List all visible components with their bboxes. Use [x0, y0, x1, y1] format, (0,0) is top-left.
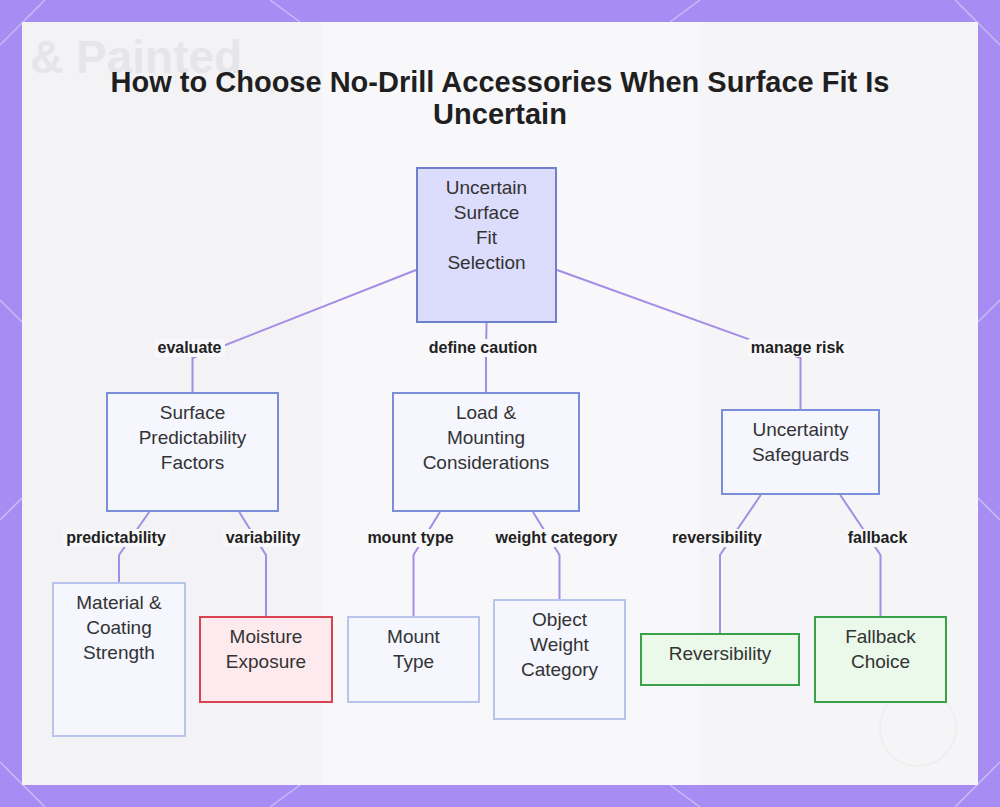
box-text: Uncertain Surface Fit Selection: [444, 175, 529, 275]
box-text: Surface Predictability Factors: [118, 400, 268, 475]
box-text: Uncertainty Safeguards: [731, 417, 871, 467]
concept-box: Moisture Exposure: [199, 616, 333, 703]
edge-label: mount type: [364, 529, 456, 547]
box-text: Object Weight Category: [510, 607, 610, 682]
photo-shade: [22, 22, 322, 785]
concept-box: Uncertainty Safeguards: [721, 409, 880, 495]
connector-line: [840, 495, 880, 616]
concept-box: Material & Coating Strength: [52, 582, 186, 737]
box-text: Mount Type: [374, 624, 454, 674]
concept-box: Surface Predictability Factors: [106, 392, 279, 512]
connector-line: [119, 512, 149, 582]
panel: [22, 22, 978, 785]
edge-label: define caution: [426, 339, 540, 357]
connector-line: [414, 512, 440, 616]
box-text: Fallback Choice: [831, 624, 931, 674]
edge-label: manage risk: [748, 339, 847, 357]
diagram-title: How to Choose No-Drill Accessories When …: [100, 66, 900, 130]
box-text: Load & Mounting Considerations: [420, 400, 552, 475]
edge-label: reversibility: [669, 529, 765, 547]
concept-box: Object Weight Category: [493, 599, 626, 720]
box-text: Reversibility: [669, 641, 771, 666]
edge-label: weight category: [493, 529, 621, 547]
connector-line: [485, 323, 488, 392]
box-text: Moisture Exposure: [211, 624, 321, 674]
concept-box: Load & Mounting Considerations: [392, 392, 580, 512]
connector-line: [193, 270, 417, 392]
box-text: Material & Coating Strength: [64, 590, 174, 665]
edge-label: evaluate: [154, 339, 224, 357]
concept-box: Reversibility: [640, 633, 800, 686]
connector-line: [533, 512, 560, 599]
edge-label: variability: [223, 529, 304, 547]
concept-box: Fallback Choice: [814, 616, 947, 703]
edge-label: predictability: [63, 529, 169, 547]
concept-box: Uncertain Surface Fit Selection: [416, 167, 557, 323]
connector-line: [239, 512, 266, 616]
connector-line: [720, 495, 761, 633]
concept-box: Mount Type: [347, 616, 480, 703]
edge-label: fallback: [845, 529, 911, 547]
